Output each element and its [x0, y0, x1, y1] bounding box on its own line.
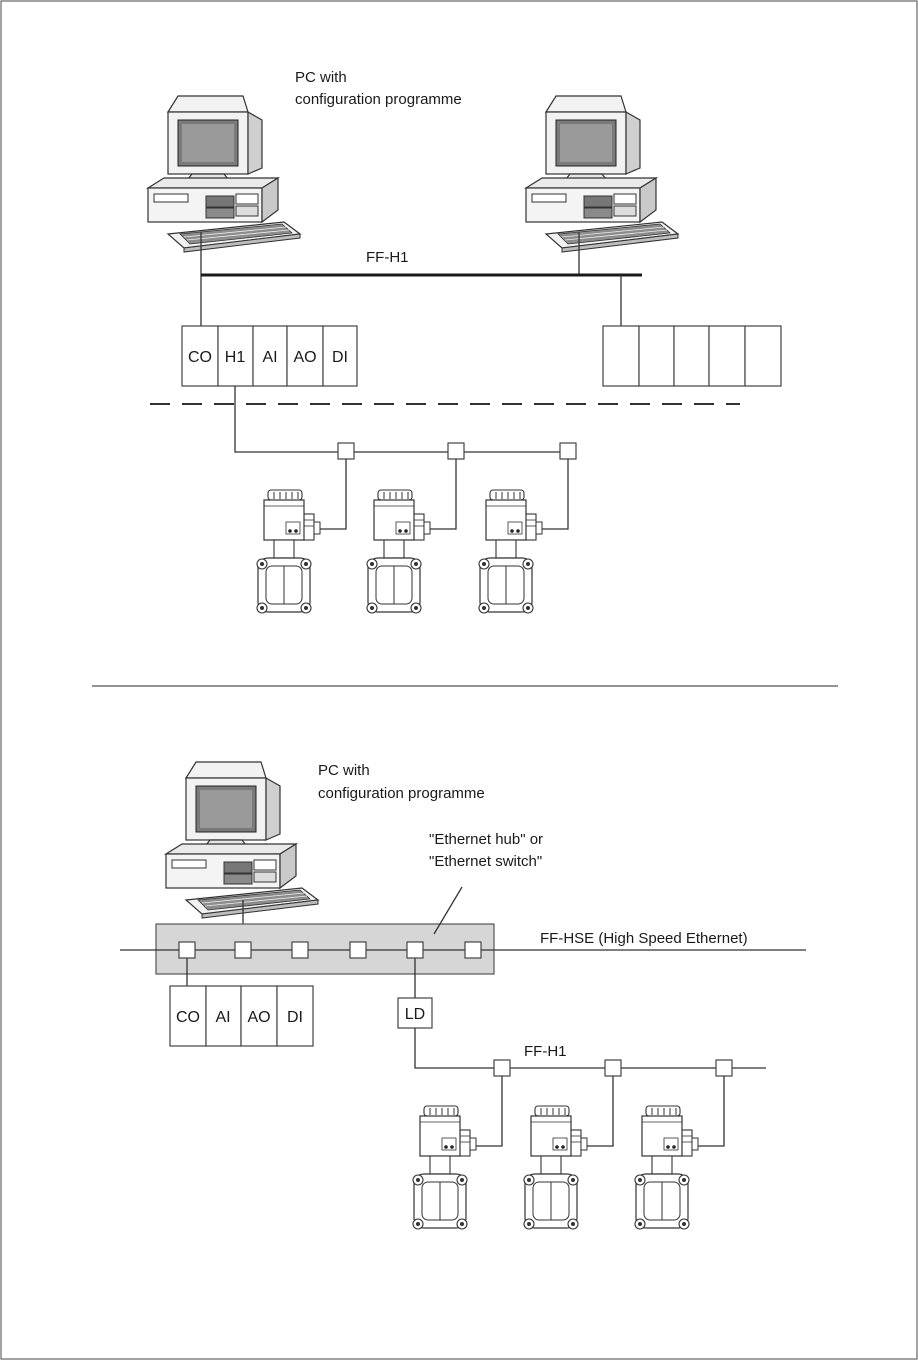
- module-ao-label: AO: [293, 349, 316, 366]
- hub-port: [349, 941, 367, 959]
- junction-box: [337, 442, 355, 460]
- ff-h1-segment: [414, 1028, 766, 1069]
- module-slot: [181, 325, 219, 387]
- module-di-label: DI: [332, 349, 348, 366]
- hub-port: [234, 941, 252, 959]
- device-drop: [474, 1076, 503, 1147]
- module-ai-label: AI: [262, 349, 277, 366]
- field-device-icon: [478, 489, 543, 614]
- junction-box: [604, 1059, 622, 1077]
- pc-label-line2: configuration programme: [295, 91, 462, 108]
- hub-port: [291, 941, 309, 959]
- junction-box: [559, 442, 577, 460]
- module-slot: [673, 325, 710, 387]
- controller-rack-right: [602, 325, 782, 387]
- pc-label-line1: PC with: [295, 69, 347, 86]
- module-co-label: CO: [188, 349, 212, 366]
- module-ai-label: AI: [215, 1009, 230, 1026]
- hub-port: [464, 941, 482, 959]
- pc-left-icon: [147, 95, 301, 253]
- junction-box: [715, 1059, 733, 1077]
- hub-label-line2: "Ethernet switch": [429, 853, 542, 870]
- junction-box: [493, 1059, 511, 1077]
- device-drop: [540, 459, 569, 530]
- controller-rack-left: CO H1 AI AO DI: [181, 325, 358, 387]
- field-device-icon: [366, 489, 431, 614]
- module-h1-label: H1: [225, 349, 246, 366]
- ff-h1-label: FF-H1: [366, 249, 409, 266]
- module-di-label: DI: [287, 1009, 303, 1026]
- ff-h1-segment-label: FF-H1: [524, 1043, 567, 1060]
- module-slot: [240, 985, 278, 1047]
- pc-hse-label-line2: configuration programme: [318, 785, 485, 802]
- device-drop: [696, 1076, 725, 1147]
- top-diagram: PC with configuration programme FF-H1 CO…: [147, 69, 782, 614]
- ff-hse-label: FF-HSE (High Speed Ethernet): [540, 930, 748, 947]
- module-ao-label: AO: [247, 1009, 270, 1026]
- module-slot: [708, 325, 746, 387]
- device-drop: [585, 1076, 614, 1147]
- controller-rack-hse: CO AI AO DI: [169, 985, 314, 1047]
- module-slot: [322, 325, 358, 387]
- device-drop: [428, 459, 457, 530]
- hub-label-line1: "Ethernet hub" or: [429, 831, 543, 848]
- hub-port: [178, 941, 196, 959]
- hub-port: [406, 941, 424, 959]
- pc-hse-icon: [165, 761, 319, 919]
- junction-box: [447, 442, 465, 460]
- device-drop: [318, 459, 347, 530]
- module-co-label: CO: [176, 1009, 200, 1026]
- field-device-icon: [256, 489, 321, 614]
- hub-callout-line: [433, 886, 463, 935]
- module-slot: [744, 325, 782, 387]
- module-slot: [638, 325, 675, 387]
- h1-trunk: [234, 386, 568, 453]
- field-device-icon: [523, 1105, 588, 1230]
- ethernet-hub: [155, 923, 495, 975]
- linking-device-label: LD: [405, 1006, 425, 1023]
- module-slot: [276, 985, 314, 1047]
- pc-right-icon: [525, 95, 679, 253]
- field-device-icon: [634, 1105, 699, 1230]
- field-device-icon: [412, 1105, 477, 1230]
- bottom-diagram: PC with configuration programme "Etherne…: [120, 761, 806, 1230]
- module-slot: [602, 325, 640, 387]
- pc-hse-label-line1: PC with: [318, 762, 370, 779]
